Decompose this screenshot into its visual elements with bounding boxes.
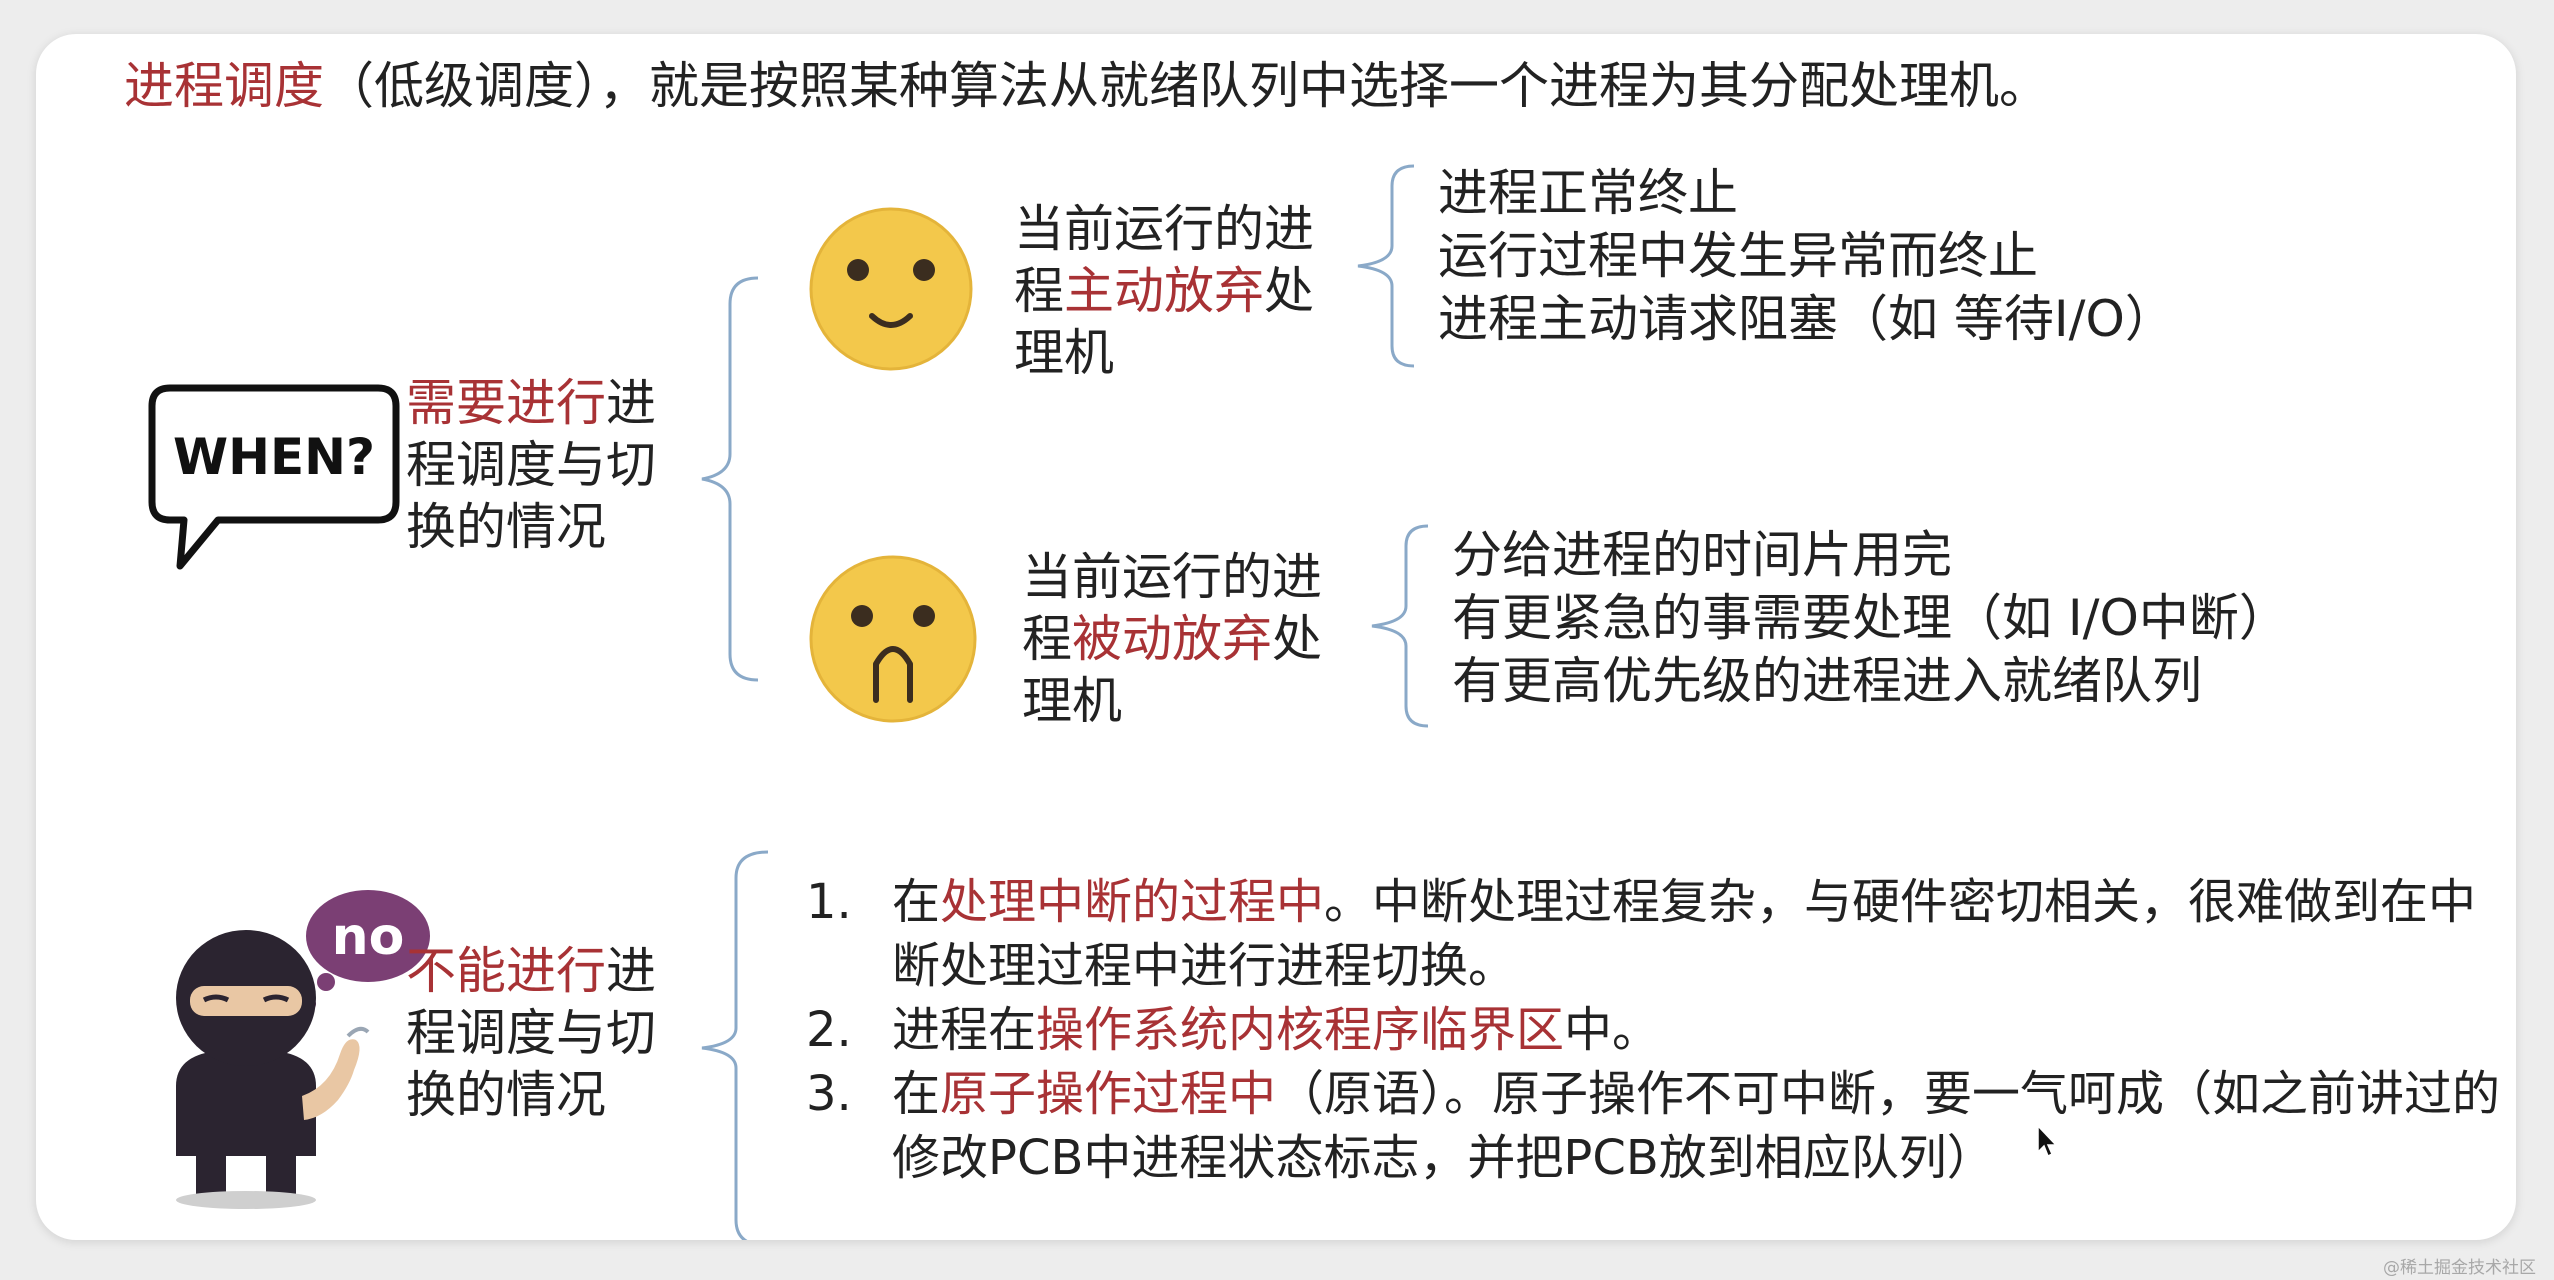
passive-case-item: 有更高优先级的进程进入就绪队列 <box>1452 652 2202 710</box>
no-bubble-text: no <box>332 907 405 967</box>
no-label-highlight: 不能进行 <box>406 942 606 1000</box>
active-case-item: 运行过程中发生异常而终止 <box>1438 227 2038 285</box>
list-item: 1. 在处理中断的过程中。中断处理过程复杂，与硬件密切相关，很难做到在中断处理过… <box>806 870 2506 998</box>
active-case-label: 当前运行的进程主动放弃处理机 <box>1014 198 1354 384</box>
when-speech-bubble-icon: WHEN? <box>148 384 400 570</box>
active-case-label-pre: 当前运行的进程 <box>1014 200 1314 320</box>
passive-case-item: 分给进程的时间片用完 <box>1452 526 1952 584</box>
passive-case-label: 当前运行的进程被动放弃处理机 <box>1022 546 1362 732</box>
slide: 进程调度（低级调度），就是按照某种算法从就绪队列中选择一个进程为其分配处理机。 … <box>36 34 2516 1240</box>
passive-case-label-pre: 当前运行的进程 <box>1022 548 1322 668</box>
no-conditions-list: 1. 在处理中断的过程中。中断处理过程复杂，与硬件密切相关，很难做到在中断处理过… <box>806 870 2506 1190</box>
when-bubble-text: WHEN? <box>173 428 375 486</box>
list-item-number: 1. <box>806 874 852 930</box>
list-item-highlight: 操作系统内核程序临界区 <box>1036 1002 1565 1058</box>
ninja-no-icon: no <box>176 890 430 1209</box>
when-bracket <box>701 276 759 682</box>
passive-case-item: 有更紧急的事需要处理（如 I/O中断） <box>1452 589 2289 647</box>
list-item: 3. 在原子操作过程中（原语）。原子操作不可中断，要一气呵成（如之前讲过的修改P… <box>806 1062 2506 1190</box>
list-item-highlight: 处理中断的过程中 <box>940 874 1325 930</box>
no-label: 不能进行进程调度与切换的情况 <box>406 940 686 1126</box>
active-case-item: 进程主动请求阻塞（如 等待I/O） <box>1438 290 2175 348</box>
active-case-item: 进程正常终止 <box>1438 164 1738 222</box>
list-item-text: 中。 <box>1564 1002 1661 1058</box>
active-case-label-highlight: 主动放弃 <box>1064 262 1264 320</box>
passive-case-label-highlight: 被动放弃 <box>1072 610 1272 668</box>
active-case-bracket <box>1357 164 1415 368</box>
when-label-highlight: 需要进行 <box>406 374 606 432</box>
watermark: @稀土掘金技术社区 <box>2383 1258 2536 1278</box>
active-case-label-post: 处理机 <box>1014 262 1314 382</box>
no-bracket <box>701 850 769 1240</box>
when-label-rest: 进程调度与切换的情况 <box>406 374 656 556</box>
title-term: 进程调度 <box>124 57 324 115</box>
passive-case-label-post: 处理机 <box>1022 610 1322 730</box>
passive-case-bracket <box>1371 524 1429 728</box>
list-item: 2. 进程在操作系统内核程序临界区中。 <box>806 998 2506 1062</box>
no-label-rest: 进程调度与切换的情况 <box>406 942 656 1124</box>
list-item-text: 。中断处理过程复杂，与硬件密切相关，很难做到在中断处理过程中进行进程切换。 <box>892 874 2477 994</box>
list-item-text: （原语）。原子操作不可中断，要一气呵成（如之前讲过的修改PCB中进程状态标志，并… <box>892 1066 2501 1186</box>
happy-face-icon <box>809 207 973 371</box>
list-item-number: 2. <box>806 1002 852 1058</box>
sad-face-icon <box>809 555 977 723</box>
list-item-number: 3. <box>806 1066 852 1122</box>
list-item-highlight: 原子操作过程中 <box>940 1066 1277 1122</box>
title-rest: （低级调度），就是按照某种算法从就绪队列中选择一个进程为其分配处理机。 <box>324 57 2049 115</box>
list-item-text: 进程在 <box>892 1002 1037 1058</box>
when-label: 需要进行进程调度与切换的情况 <box>406 372 686 558</box>
slide-title: 进程调度（低级调度），就是按照某种算法从就绪队列中选择一个进程为其分配处理机。 <box>124 50 2504 122</box>
mouse-cursor-icon <box>2037 1124 2058 1158</box>
list-item-text: 在 <box>892 1066 941 1122</box>
list-item-text: 在 <box>892 874 941 930</box>
